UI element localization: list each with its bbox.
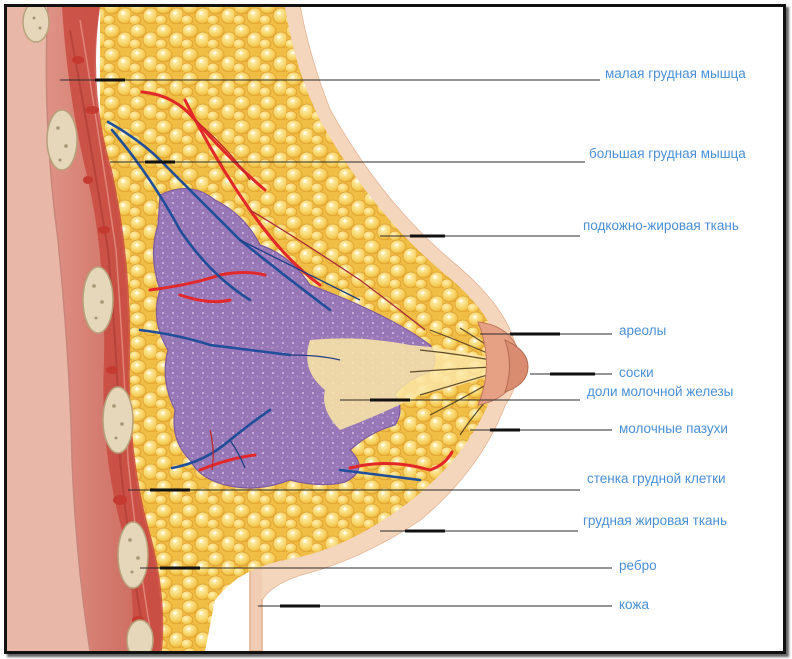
label-subcutaneous-fat: подкожно-жировая ткань	[583, 218, 739, 234]
label-chest-wall: стенка грудной клетки	[587, 471, 726, 487]
label-areola: ареолы	[619, 323, 666, 339]
label-nipple: соски	[619, 365, 654, 381]
label-rib: ребро	[619, 558, 657, 574]
rib	[83, 267, 113, 333]
label-breast-fat: грудная жировая ткань	[583, 513, 727, 529]
rib	[118, 522, 148, 588]
label-lobes: доли молочной железы	[587, 384, 733, 400]
label-milk-sinuses: молочные пазухи	[619, 421, 728, 437]
rib	[23, 2, 49, 42]
label-pectoralis-major: большая грудная мышца	[589, 146, 746, 162]
rib	[127, 620, 153, 659]
label-pectoralis-minor: малая грудная мышца	[605, 66, 746, 82]
label-skin: кожа	[619, 597, 649, 613]
rib	[103, 387, 133, 453]
rib	[47, 110, 77, 170]
